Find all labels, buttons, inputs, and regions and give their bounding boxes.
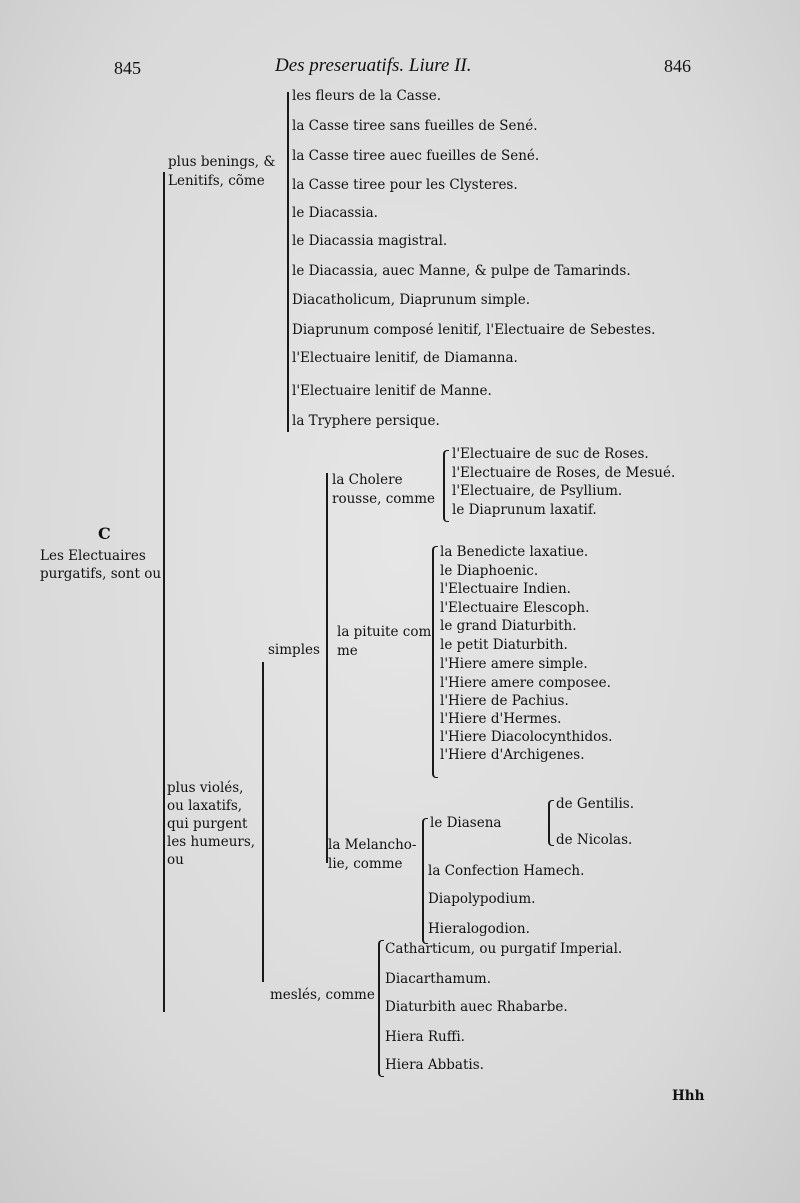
melancholie-label-1: la Melancho- <box>328 837 417 853</box>
root-label-2: purgatifs, sont ou <box>40 566 162 582</box>
pituite-item: le Diaphoenic. <box>440 563 539 579</box>
cholere-label-1: la Cholere <box>332 472 403 488</box>
melancholie-item: Hieralogodion. <box>428 921 530 937</box>
running-title: Des preseruatifs. Liure II. <box>275 55 472 76</box>
benign-item: Diacatholicum, Diaprunum simple. <box>292 292 531 308</box>
violent-label-line: plus violés, <box>167 780 244 796</box>
cholere-item: l'Electuaire de suc de Roses. <box>452 446 649 462</box>
pituite-item: l'Hiere amere simple. <box>440 656 588 672</box>
benign-item: le Diacassia magistral. <box>292 233 448 249</box>
signature-mark: Hhh <box>672 1088 705 1104</box>
pituite-item: la Benedicte laxatiue. <box>440 544 589 560</box>
violent-label-line: ou laxatifs, <box>167 798 243 814</box>
pituite-item: l'Electuaire Indien. <box>440 581 571 597</box>
cholere-brace <box>443 450 449 522</box>
cholere-item: le Diaprunum laxatif. <box>452 502 597 518</box>
pituite-item: le petit Diaturbith. <box>440 637 568 653</box>
pituite-label-1: la pituite com <box>337 624 432 640</box>
violent-label-line: ou <box>167 852 184 868</box>
violent-label-line: les humeurs, <box>167 834 256 850</box>
mesles-item: Catharticum, ou purgatif Imperial. <box>385 941 623 957</box>
mesles-label: meslés, comme <box>270 987 375 1003</box>
root-label-1: Les Electuaires <box>40 548 146 564</box>
diasena-brace <box>548 800 554 846</box>
diasena-variant: de Nicolas. <box>556 832 633 848</box>
pituite-brace <box>432 546 438 778</box>
benign-item: la Casse tiree pour les Clysteres. <box>292 177 518 193</box>
pituite-item: l'Hiere d'Hermes. <box>440 711 562 727</box>
benign-item: l'Electuaire lenitif, de Diamanna. <box>292 350 518 366</box>
benign-item: le Diacassia, auec Manne, & pulpe de Tam… <box>292 263 631 279</box>
diasena-label: le Diasena <box>430 815 502 831</box>
cholere-item: l'Electuaire, de Psyllium. <box>452 483 623 499</box>
cholere-label-2: rousse, comme <box>332 491 435 507</box>
pituite-item: l'Electuaire Elescoph. <box>440 600 590 616</box>
mesles-item: Diaturbith auec Rhabarbe. <box>385 999 568 1015</box>
pituite-item: l'Hiere de Pachius. <box>440 693 569 709</box>
mesles-item: Diacarthamum. <box>385 971 492 987</box>
melancholie-label-2: lie, comme <box>328 856 403 872</box>
benign-label-2: Lenitifs, cõme <box>168 173 265 189</box>
benign-bracket <box>287 92 289 432</box>
benign-item: l'Electuaire lenitif de Manne. <box>292 383 492 399</box>
benign-item: la Casse tiree sans fueilles de Sené. <box>292 118 538 134</box>
simples-label: simples <box>268 642 320 658</box>
pituite-label-2: me <box>337 643 358 659</box>
right-page-number: 846 <box>664 56 691 76</box>
simples-bracket <box>326 473 328 863</box>
benign-item: la Casse tiree auec fueilles de Sené. <box>292 148 540 164</box>
left-page-number: 845 <box>114 58 141 78</box>
mesles-brace <box>378 940 384 1077</box>
violent-bracket <box>262 662 264 982</box>
benign-item: le Diacassia. <box>292 205 378 221</box>
benign-item: Diaprunum composé lenitif, l'Electuaire … <box>292 322 656 338</box>
benign-label-1: plus benings, & <box>168 154 276 170</box>
mesles-item: Hiera Ruffi. <box>385 1029 465 1045</box>
cholere-item: l'Electuaire de Roses, de Mesué. <box>452 465 676 481</box>
pituite-item: l'Hiere d'Archigenes. <box>440 747 585 763</box>
section-letter: C <box>98 524 111 543</box>
melancholie-item: la Confection Hamech. <box>428 863 585 879</box>
violent-label-line: qui purgent <box>167 816 248 832</box>
benign-item: la Tryphere persique. <box>292 413 440 429</box>
root-bracket <box>163 172 165 1012</box>
pituite-item: l'Hiere amere composee. <box>440 675 611 691</box>
pituite-item: le grand Diaturbith. <box>440 618 577 634</box>
benign-item: les fleurs de la Casse. <box>292 88 441 104</box>
mesles-item: Hiera Abbatis. <box>385 1057 484 1073</box>
diasena-variant: de Gentilis. <box>556 796 634 812</box>
melancholie-brace <box>422 818 428 944</box>
pituite-item: l'Hiere Diacolocynthidos. <box>440 729 613 745</box>
melancholie-item: Diapolypodium. <box>428 891 536 907</box>
